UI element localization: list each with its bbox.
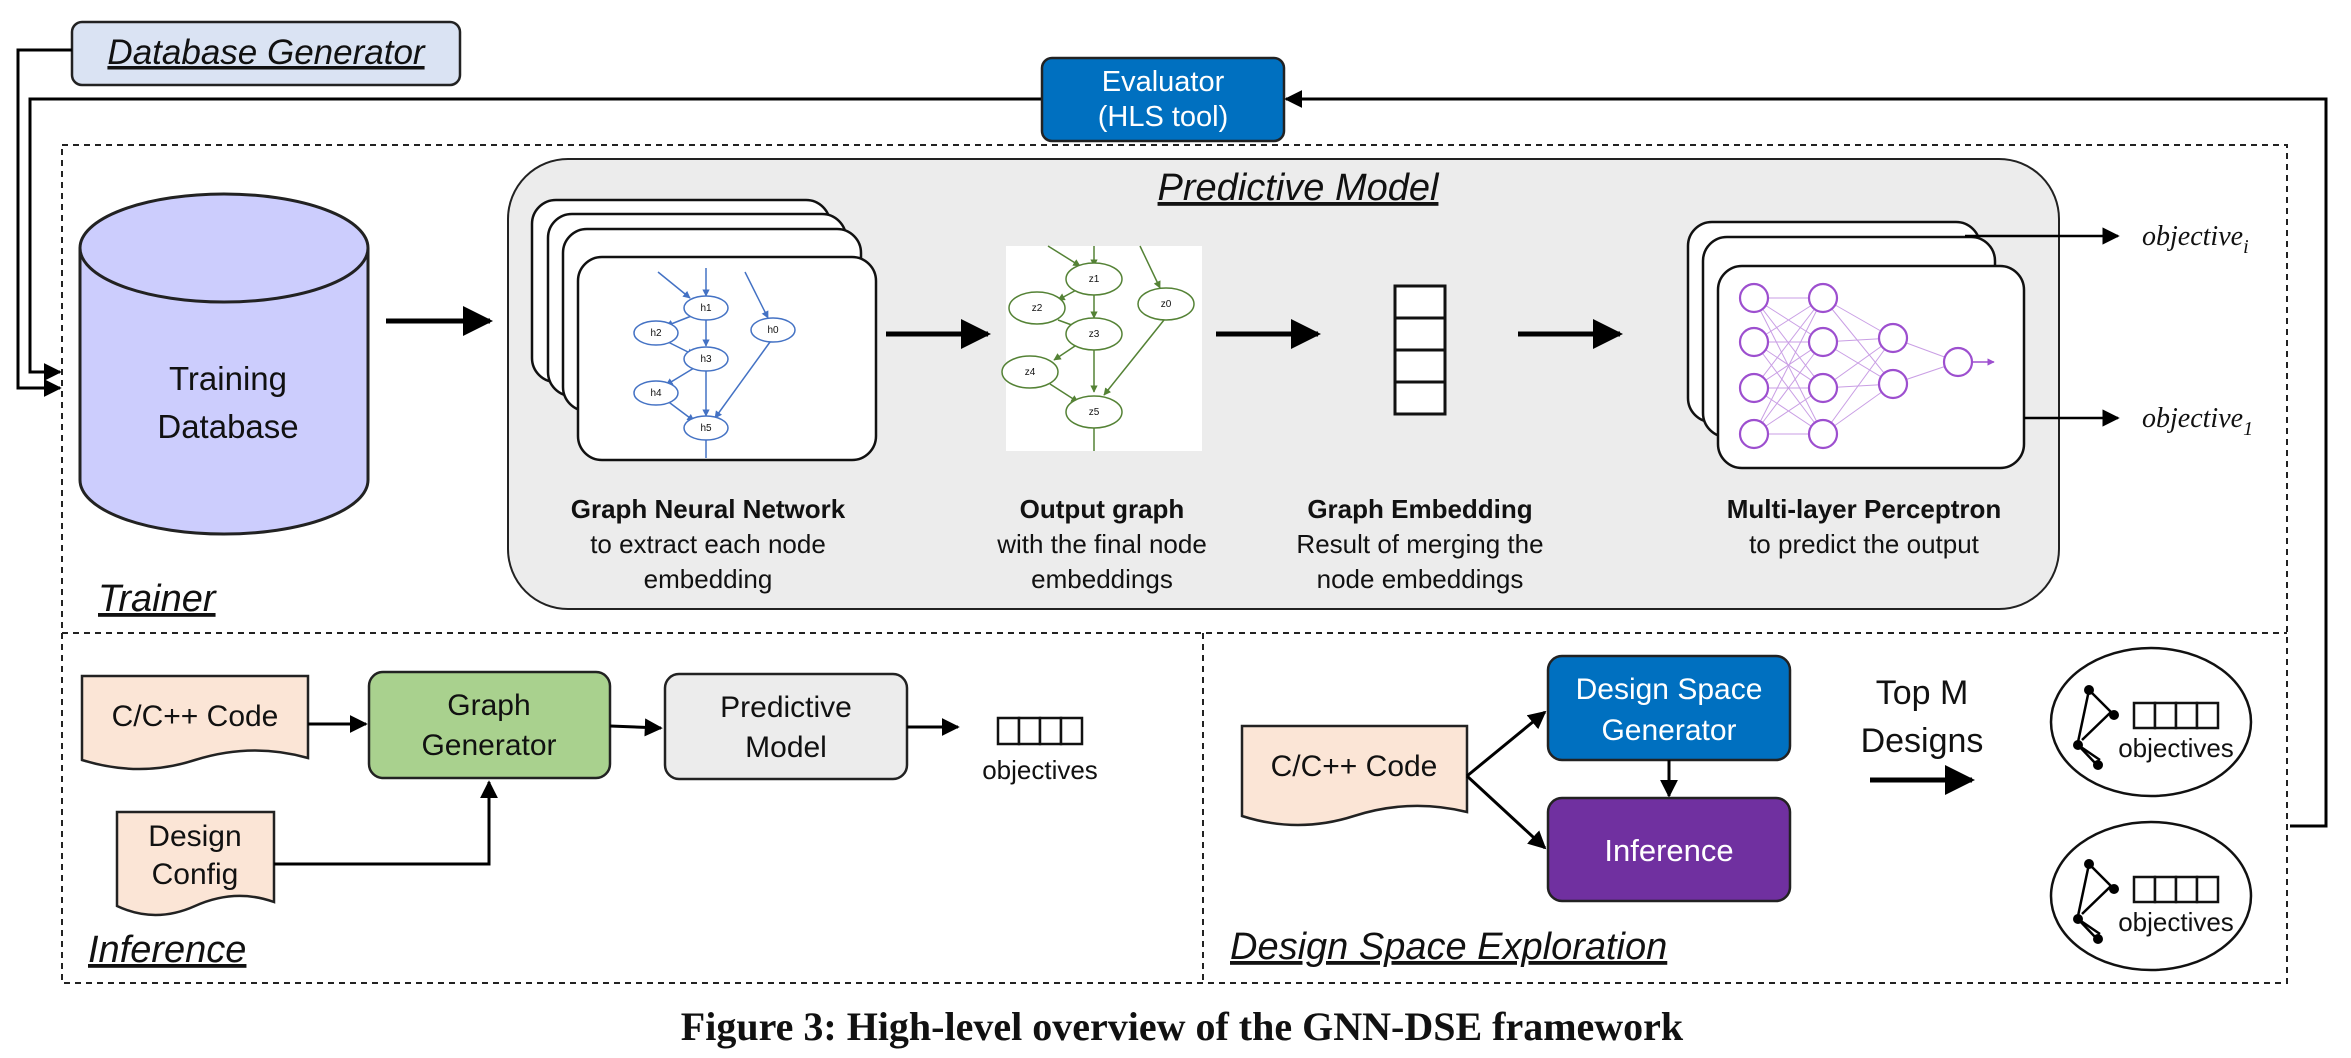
evaluator-feedback-line xyxy=(1284,90,2328,828)
gnn-graph xyxy=(633,268,796,458)
svg-text:to extract each node: to extract each node xyxy=(590,529,826,559)
svg-text:Top M: Top M xyxy=(1876,674,1969,712)
svg-text:objectives: objectives xyxy=(2118,907,2234,937)
svg-text:Inference: Inference xyxy=(1604,833,1733,868)
svg-text:node embeddings: node embeddings xyxy=(1317,564,1524,594)
svg-text:z0: z0 xyxy=(1161,299,1172,310)
database-generator-label: Database Generator xyxy=(107,33,425,72)
svg-text:Graph: Graph xyxy=(447,689,530,722)
svg-text:Design Space: Design Space xyxy=(1576,673,1763,706)
svg-text:Config: Config xyxy=(152,858,239,891)
svg-text:embedding: embedding xyxy=(644,564,773,594)
design-result-b: objectives xyxy=(2049,820,2253,972)
output-graph: z1 z2 z3 z0 z4 z5 xyxy=(1001,245,1202,451)
dse-label: Design Space Exploration xyxy=(1230,926,1667,968)
svg-text:h1: h1 xyxy=(700,303,712,314)
svg-text:Generator: Generator xyxy=(421,729,556,762)
dse-inference: Inference xyxy=(1546,796,1792,903)
config-to-graph-gen-arrow xyxy=(274,780,498,866)
evaluator-line2: (HLS tool) xyxy=(1098,101,1229,133)
dse-code-arrows xyxy=(1465,710,1547,850)
mlp-caption: Multi-layer Perceptron to predict the ou… xyxy=(1727,494,2002,559)
svg-text:objectives: objectives xyxy=(2118,733,2234,763)
section-borders xyxy=(61,144,2288,984)
inference-objectives-vector xyxy=(996,716,1084,746)
svg-text:h0: h0 xyxy=(767,325,779,336)
inference-code-doc: C/C++ Code xyxy=(80,674,310,771)
svg-text:Predictive: Predictive xyxy=(720,691,852,724)
figure-caption: Figure 3: High-level overview of the GNN… xyxy=(681,1004,1684,1049)
database-line2: Database xyxy=(157,408,298,445)
inference-objectives-label: objectives xyxy=(982,755,1098,785)
top-m-designs: Top M Designs xyxy=(1861,674,1984,760)
inference-predictive-model: Predictive Model xyxy=(663,672,909,781)
svg-text:Result of merging the: Result of merging the xyxy=(1296,529,1543,559)
svg-text:embeddings: embeddings xyxy=(1031,564,1173,594)
gnn-node-labels: h1 h2 h3 h0 h4 h5 xyxy=(650,303,779,434)
graph-generator: Graph Generator xyxy=(367,670,612,780)
embedding-caption: Graph Embedding Result of merging the no… xyxy=(1296,494,1543,594)
svg-text:Design: Design xyxy=(148,820,241,853)
svg-text:h2: h2 xyxy=(650,328,662,339)
svg-text:z1: z1 xyxy=(1089,274,1100,285)
svg-text:z5: z5 xyxy=(1089,407,1100,418)
graph-embedding-vector xyxy=(1393,284,1447,416)
objective-1: objective1 xyxy=(2142,403,2253,440)
svg-text:Graph Neural Network: Graph Neural Network xyxy=(571,494,846,524)
output-node-labels: z1 z2 z3 z0 z4 z5 xyxy=(1025,274,1172,418)
evaluator: Evaluator (HLS tool) xyxy=(1040,56,1286,143)
trainer-label: Trainer xyxy=(98,578,217,620)
database-line1: Training xyxy=(169,360,287,397)
svg-text:z2: z2 xyxy=(1032,303,1043,314)
svg-text:h5: h5 xyxy=(700,423,712,434)
dse-code-doc: C/C++ Code xyxy=(1240,724,1469,827)
predictive-model-title: Predictive Model xyxy=(1158,167,1440,209)
svg-text:Generator: Generator xyxy=(1601,714,1736,747)
svg-text:z3: z3 xyxy=(1089,329,1100,340)
predictive-model-panel: Predictive Model xyxy=(507,158,2060,610)
svg-text:Output graph: Output graph xyxy=(1020,494,1185,524)
svg-text:C/C++ Code: C/C++ Code xyxy=(112,700,279,733)
gnn-caption: Graph Neural Network to extract each nod… xyxy=(571,494,846,594)
evaluator-line1: Evaluator xyxy=(1102,66,1225,98)
mlp-network xyxy=(1738,282,1995,450)
svg-text:Multi-layer Perceptron: Multi-layer Perceptron xyxy=(1727,494,2002,524)
mlp-outputs xyxy=(1965,227,2120,427)
objective-i: objectivei xyxy=(2142,221,2249,258)
svg-text:h3: h3 xyxy=(700,354,712,365)
design-config-doc: Design Config xyxy=(115,810,276,917)
svg-text:with the final node: with the final node xyxy=(996,529,1207,559)
svg-text:z4: z4 xyxy=(1025,367,1036,378)
inference-label: Inference xyxy=(88,929,246,971)
svg-text:C/C++ Code: C/C++ Code xyxy=(1271,750,1438,783)
svg-text:Graph Embedding: Graph Embedding xyxy=(1307,494,1532,524)
svg-text:Model: Model xyxy=(745,731,827,764)
graph-gen-to-model-arrow xyxy=(609,718,663,737)
mlp-stack xyxy=(1686,220,2026,470)
svg-text:Designs: Designs xyxy=(1861,722,1984,760)
db-generator-lines xyxy=(16,48,1042,397)
design-space-generator: Design Space Generator xyxy=(1546,654,1792,762)
output-graph-caption: Output graph with the final node embeddi… xyxy=(996,494,1207,594)
svg-text:to predict the output: to predict the output xyxy=(1749,529,1980,559)
svg-text:h4: h4 xyxy=(650,388,662,399)
database-generator: Database Generator xyxy=(70,20,462,87)
design-result-a: objectives xyxy=(2049,646,2253,798)
training-database: Training Database xyxy=(78,192,370,536)
